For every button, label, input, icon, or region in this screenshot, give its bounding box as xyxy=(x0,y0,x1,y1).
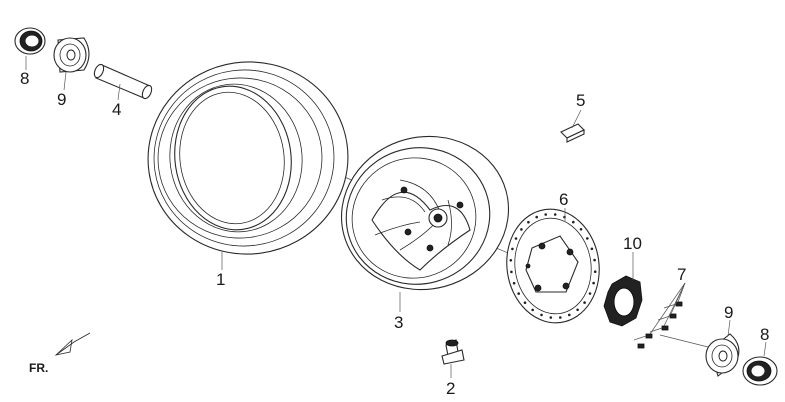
wheel-rim-3 xyxy=(340,135,510,291)
callout-7: 7 xyxy=(677,265,686,284)
vent-hole xyxy=(531,308,534,312)
bearing-9-left xyxy=(53,37,90,73)
vent-hole xyxy=(568,313,571,317)
vent-hole xyxy=(509,259,513,262)
vent-hole xyxy=(520,228,523,231)
vent-hole xyxy=(527,220,530,224)
front-direction-arrow: FR. xyxy=(29,332,91,375)
vent-hole xyxy=(523,301,527,305)
valve-2 xyxy=(441,339,465,365)
vent-hole xyxy=(563,215,566,219)
callout-8-left: 8 xyxy=(20,69,29,88)
bearing-seal-8-right xyxy=(742,356,778,386)
callout-8-right: 8 xyxy=(760,325,769,344)
vent-hole xyxy=(540,313,543,317)
callout-4: 4 xyxy=(112,100,121,119)
callout-3: 3 xyxy=(394,313,403,332)
bolts-7 xyxy=(633,301,683,349)
callout-10: 10 xyxy=(623,234,642,253)
callout-6: 6 xyxy=(559,190,568,209)
vent-hole xyxy=(576,308,579,312)
vent-hole xyxy=(549,316,553,319)
axle-spacer-4 xyxy=(93,63,153,100)
callout-9-left: 9 xyxy=(57,90,66,109)
vent-hole xyxy=(510,270,513,274)
vent-hole xyxy=(593,270,597,274)
vent-hole xyxy=(588,292,592,295)
vent-hole xyxy=(559,316,562,319)
callout-leaders xyxy=(25,56,767,378)
brake-disc-6 xyxy=(506,208,600,324)
bearing-9-right xyxy=(705,333,740,377)
callout-5: 5 xyxy=(576,91,585,110)
vent-hole xyxy=(512,281,516,285)
vent-hole xyxy=(511,247,514,251)
vent-hole xyxy=(590,247,594,251)
vent-hole xyxy=(553,213,557,216)
vent-hole xyxy=(592,281,595,285)
callout-9-right: 9 xyxy=(724,303,733,322)
callout-1: 1 xyxy=(216,270,225,289)
vent-hole xyxy=(593,258,596,262)
disc-vent-holes xyxy=(509,213,597,319)
vent-hole xyxy=(572,220,575,224)
vent-hole xyxy=(517,292,520,295)
vent-hole xyxy=(514,237,518,240)
tire-1 xyxy=(147,61,349,255)
vent-hole xyxy=(544,213,547,216)
vent-hole xyxy=(535,215,538,219)
bearing-seal-8-left xyxy=(14,27,46,55)
hub-plate-10 xyxy=(603,275,643,327)
vent-hole xyxy=(579,228,583,231)
direction-label: FR. xyxy=(29,361,48,375)
callout-2: 2 xyxy=(446,379,455,398)
vent-hole xyxy=(586,237,589,240)
vent-hole xyxy=(583,301,586,304)
